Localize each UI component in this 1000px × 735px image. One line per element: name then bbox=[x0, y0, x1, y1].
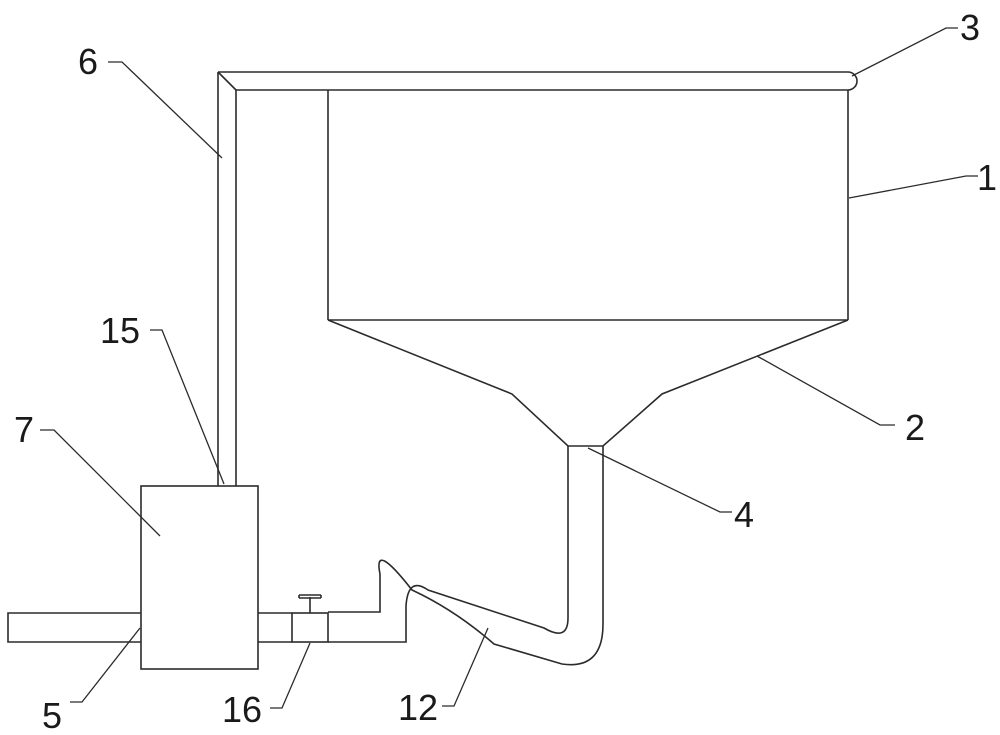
leader-line-1 bbox=[848, 175, 978, 199]
leader-line-16 bbox=[270, 642, 311, 709]
label-15: 15 bbox=[100, 310, 140, 351]
mixing-box bbox=[140, 485, 259, 670]
connecting-pipe bbox=[258, 612, 292, 643]
leader-line-7 bbox=[40, 429, 161, 537]
label-6: 6 bbox=[78, 41, 98, 82]
label-16: 16 bbox=[222, 689, 262, 730]
label-1: 1 bbox=[977, 157, 997, 198]
label-2: 2 bbox=[905, 407, 925, 448]
support-column bbox=[217, 72, 237, 486]
leader-line-4 bbox=[587, 447, 732, 513]
leader-line-2 bbox=[756, 355, 895, 426]
leader-line-6 bbox=[108, 61, 223, 159]
label-5: 5 bbox=[42, 695, 62, 735]
leader-line-3 bbox=[851, 27, 958, 77]
hopper-body bbox=[327, 90, 849, 321]
label-4: 4 bbox=[734, 494, 754, 535]
top-cover-inner-corner bbox=[217, 71, 237, 91]
hopper-cone bbox=[327, 319, 849, 447]
label-12: 12 bbox=[398, 687, 438, 728]
leader-line-15 bbox=[150, 329, 225, 485]
label-3: 3 bbox=[960, 7, 980, 48]
valve bbox=[291, 594, 329, 643]
outlet-pipe-inner bbox=[328, 446, 604, 666]
leader-line-5 bbox=[70, 627, 141, 703]
label-7: 7 bbox=[14, 409, 34, 450]
outlet-pipe-outer bbox=[328, 446, 569, 643]
leader-line-12 bbox=[442, 627, 489, 707]
top-cover-plate bbox=[218, 71, 858, 91]
inlet-pipe bbox=[7, 612, 141, 643]
